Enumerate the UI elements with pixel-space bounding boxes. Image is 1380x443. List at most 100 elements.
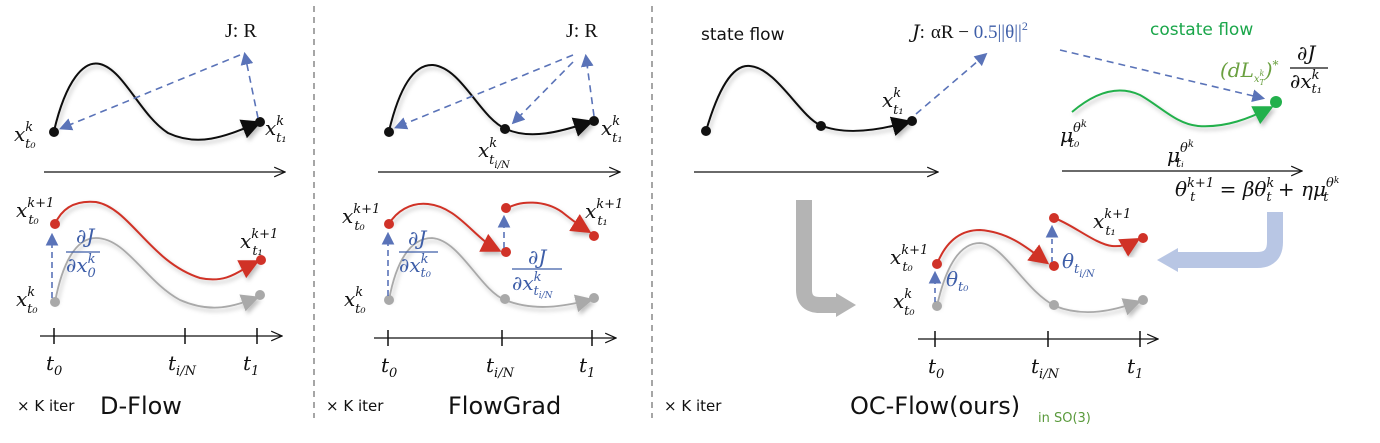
objective-label: J: R (566, 20, 598, 42)
state-point-mid (500, 124, 510, 134)
gradient-arrow (394, 54, 574, 130)
tick-label-t1: t1 (243, 351, 259, 379)
terminal-gradient-arrow (1059, 49, 1266, 103)
tick-label-ti: ti/N (486, 353, 515, 381)
svg-text:∂J: ∂J (408, 226, 427, 250)
updated-trajectory-seg1 (936, 228, 1050, 265)
updated-point-end (1138, 233, 1148, 243)
panel-oc-flow: state flow costate flow J:αR − 0.5||θ||2… (664, 19, 1339, 426)
previous-trajectory (388, 237, 594, 313)
svg-text:∂xk0: ∂xk0 (66, 252, 96, 281)
panel-title: OC-Flow(ours) (850, 392, 1020, 420)
previous-point-end (589, 293, 599, 303)
theta-ti-label: θti/N (1062, 249, 1096, 280)
previous-point-end (255, 290, 265, 300)
gradient-arrow (511, 61, 574, 125)
state-point-end (589, 116, 599, 126)
state-trajectory (705, 64, 912, 137)
state-flow-label: state flow (701, 25, 785, 45)
state-point-end (907, 116, 917, 126)
state-trajectory (388, 63, 594, 137)
gray-flow-arrowhead (836, 293, 856, 317)
iter-label: × K iter (664, 397, 722, 415)
previous-point-mid (1049, 300, 1059, 310)
svg-text:∂J: ∂J (76, 224, 95, 248)
previous-trajectory (54, 237, 260, 312)
tick-label-t1: t1 (579, 353, 595, 381)
state-point-start (701, 126, 711, 136)
state-point-end (255, 117, 265, 127)
updated-trajectory (54, 200, 260, 281)
costate-trajectory (1071, 89, 1274, 128)
updated-point-mid-before (501, 247, 511, 257)
tick-label-t0: t0 (381, 353, 397, 381)
state-point-mid (816, 121, 826, 131)
objective-arrow (915, 52, 988, 115)
costate-flow-label: costate flow (1150, 20, 1253, 40)
updated-point-start (384, 219, 394, 229)
updated-point-mid-after (1049, 213, 1059, 223)
previous-point-start (50, 297, 60, 307)
previous-point-start (932, 301, 942, 311)
theta-t0-label: θt₀ (946, 267, 969, 295)
updated-point-end (256, 255, 266, 265)
updated-trajectory-seg2 (505, 201, 592, 234)
state-point-start (384, 127, 394, 137)
so3-label: in SO(3) (1038, 411, 1091, 426)
updated-point-start (50, 219, 60, 229)
tick-label-ti: ti/N (1031, 354, 1060, 382)
panel-title: FlowGrad (448, 392, 561, 420)
updated-point-mid-after (501, 203, 511, 213)
tick-label-ti: ti/N (168, 351, 197, 379)
svg-text:∂J: ∂J (528, 245, 547, 269)
tick-label-t1: t1 (1127, 354, 1143, 382)
feedback-arrowhead (1157, 248, 1178, 272)
updated-point-end (589, 231, 599, 241)
updated-trajectory-seg2 (1053, 217, 1141, 257)
state-trajectory (53, 62, 262, 141)
previous-trajectory (936, 242, 1142, 316)
updated-trajectory-seg1 (388, 202, 502, 252)
previous-point-start (384, 295, 394, 305)
svg-text:∂J: ∂J (1297, 41, 1316, 65)
panel-title: D-Flow (100, 392, 182, 420)
objective-label: J: R (225, 20, 257, 42)
objective-formula: J:αR − 0.5||θ||2 (908, 19, 1028, 43)
previous-point-mid (500, 294, 510, 304)
gradient-arrow (240, 51, 259, 119)
tick-label-t0: t0 (928, 354, 944, 382)
costate-terminal-point (1270, 96, 1282, 108)
previous-point-end (1138, 295, 1148, 305)
state-point-start (49, 127, 59, 137)
iter-label: × K iter (17, 397, 75, 415)
gradient-arrow (580, 53, 595, 117)
iter-label: × K iter (326, 397, 384, 415)
gradient-arrow (59, 54, 241, 131)
